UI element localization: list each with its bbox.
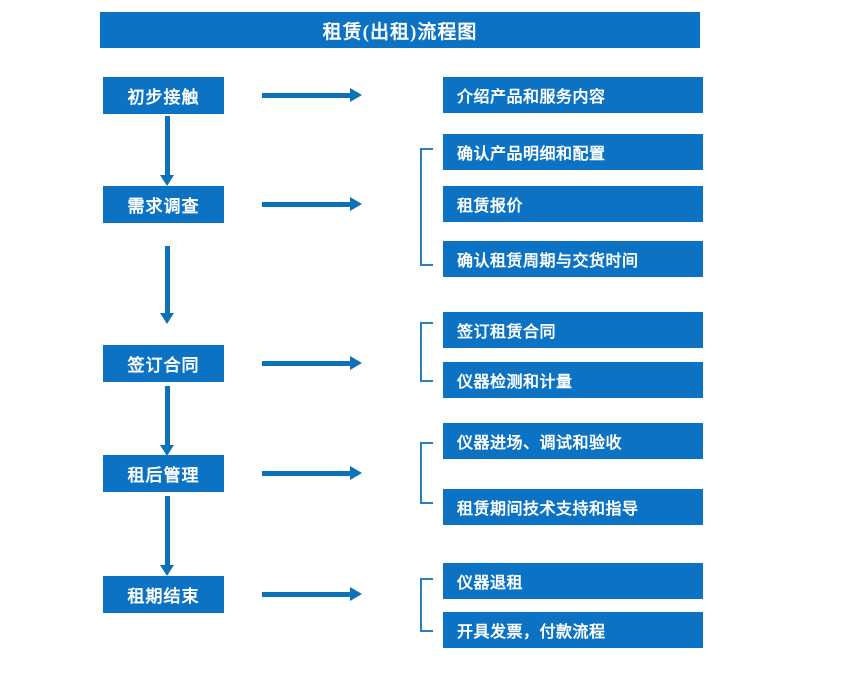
detail-box-5-1[interactable]: 仪器退租 — [443, 563, 703, 599]
right-arrow-icon-5 — [262, 587, 362, 601]
detail-box-4-1[interactable]: 仪器进场、调试和验收 — [443, 423, 703, 459]
detail-box-5-2[interactable]: 开具发票，付款流程 — [443, 612, 703, 648]
right-arrow-icon-2 — [262, 197, 362, 211]
arrow-shaft — [262, 592, 350, 597]
stage-box-3[interactable]: 签订合同 — [103, 345, 224, 382]
group-bracket-3 — [420, 322, 433, 382]
stage-box-5[interactable]: 租期结束 — [103, 576, 224, 613]
down-arrow-icon-4 — [160, 496, 174, 576]
stage-box-1[interactable]: 初步接触 — [103, 77, 224, 114]
arrow-head — [160, 445, 174, 456]
arrow-shaft — [165, 116, 170, 175]
group-bracket-5 — [420, 578, 433, 632]
arrow-shaft — [165, 496, 170, 565]
arrow-head — [160, 565, 174, 576]
right-arrow-icon-3 — [262, 356, 362, 370]
detail-box-1-1[interactable]: 介绍产品和服务内容 — [443, 77, 703, 113]
arrow-head — [350, 88, 362, 102]
detail-box-3-2[interactable]: 仪器检测和计量 — [443, 362, 703, 398]
arrow-head — [350, 466, 362, 480]
down-arrow-icon-2 — [160, 246, 174, 324]
arrow-head — [160, 175, 174, 186]
right-arrow-icon-1 — [262, 88, 362, 102]
down-arrow-icon-1 — [160, 116, 174, 186]
detail-box-4-2[interactable]: 租赁期间技术支持和指导 — [443, 489, 703, 525]
detail-box-2-1[interactable]: 确认产品明细和配置 — [443, 134, 703, 170]
detail-box-2-2[interactable]: 租赁报价 — [443, 186, 703, 222]
arrow-shaft — [262, 202, 350, 207]
right-arrow-icon-4 — [262, 466, 362, 480]
detail-box-2-3[interactable]: 确认租赁周期与交货时间 — [443, 241, 703, 277]
arrow-shaft — [262, 471, 350, 476]
stage-box-4[interactable]: 租后管理 — [103, 455, 224, 492]
down-arrow-icon-3 — [160, 386, 174, 456]
arrow-head — [350, 356, 362, 370]
stage-box-2[interactable]: 需求调查 — [103, 186, 224, 223]
arrow-head — [350, 587, 362, 601]
arrow-shaft — [262, 93, 350, 98]
arrow-shaft — [262, 361, 350, 366]
group-bracket-4 — [420, 442, 433, 504]
detail-box-3-1[interactable]: 签订租赁合同 — [443, 312, 703, 348]
arrow-head — [160, 313, 174, 324]
arrow-head — [350, 197, 362, 211]
arrow-shaft — [165, 246, 170, 313]
group-bracket-2 — [420, 148, 433, 266]
page-title: 租赁(出租)流程图 — [100, 12, 700, 48]
arrow-shaft — [165, 386, 170, 445]
